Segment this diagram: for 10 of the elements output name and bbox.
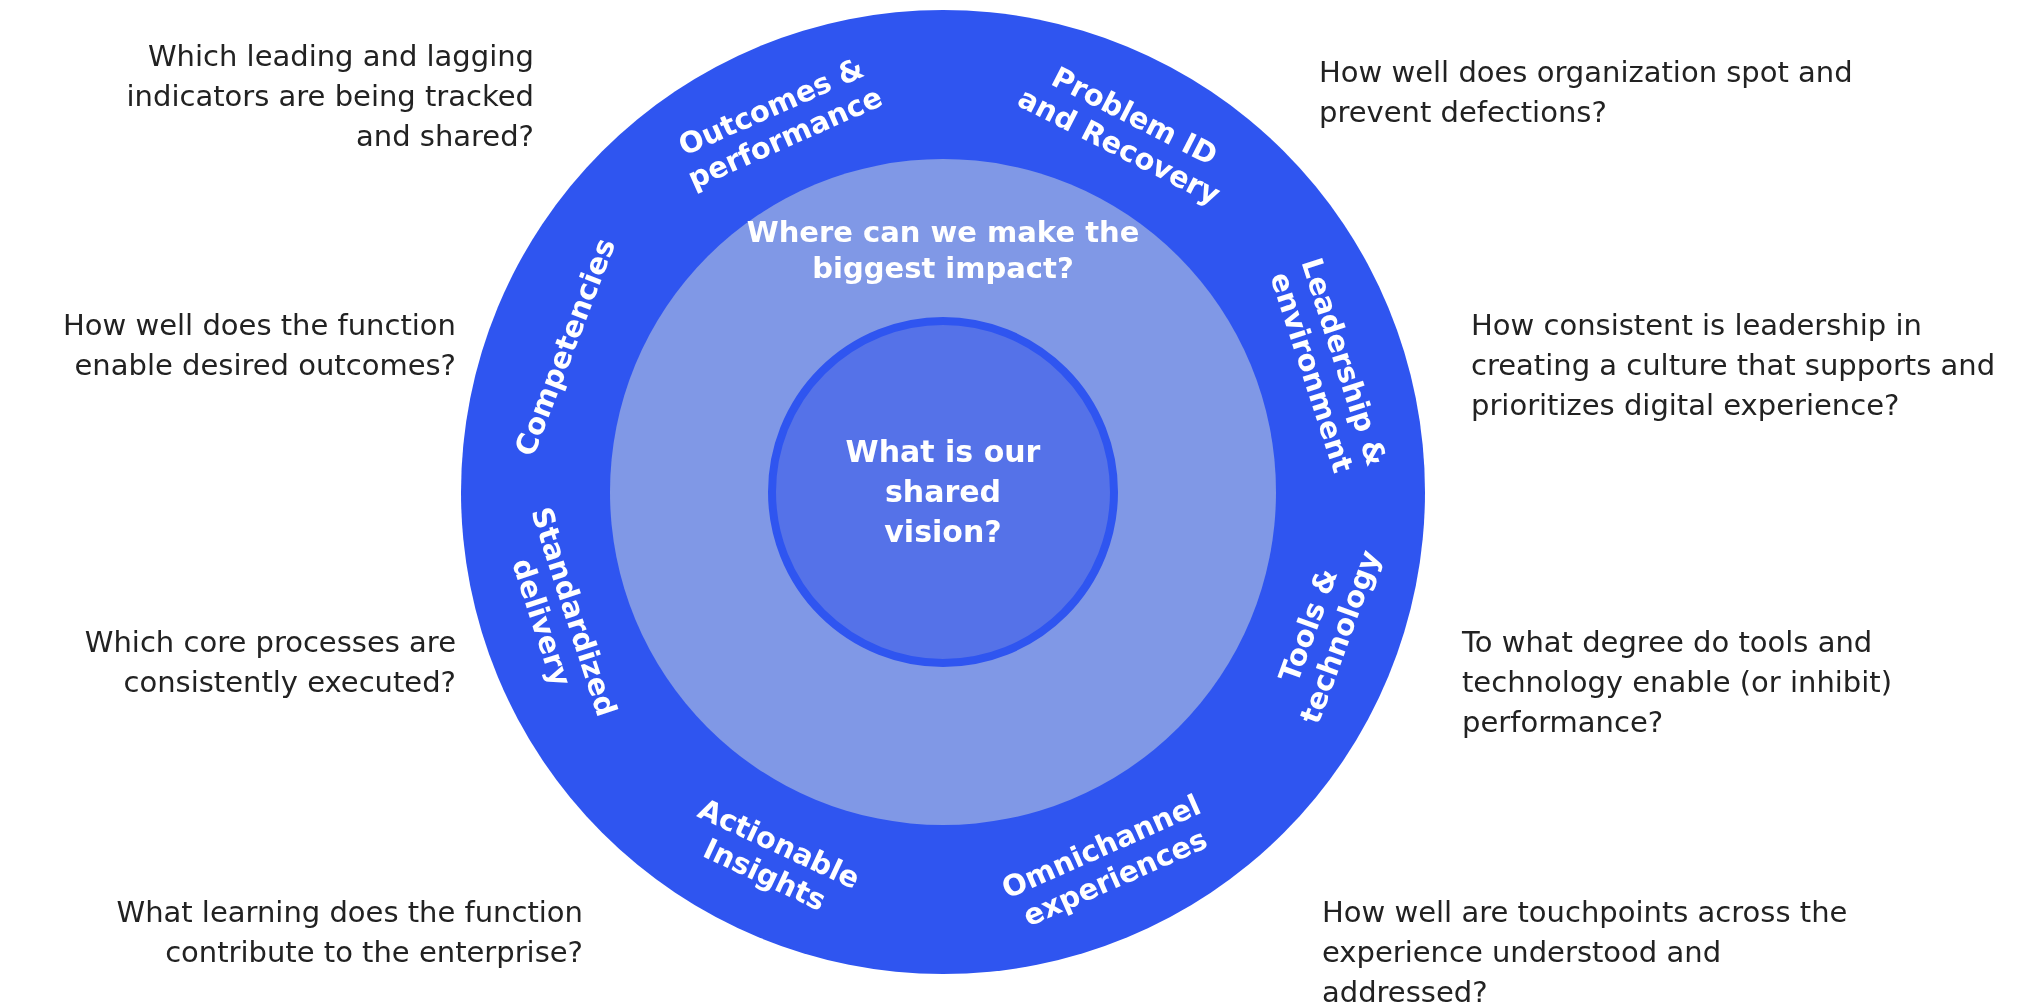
question-text: Which core processes are consistently executed? — [83, 624, 456, 701]
question-text: How well are touchpoints across the experience understood and addressed? — [1322, 894, 1849, 1006]
question-text: How well does organization spot and prevent defections? — [1319, 54, 1854, 131]
question-text: To what degree do tools and technology enable (or inhibit) performance? — [1462, 624, 1893, 741]
circle-question: Where can we make the biggest impact? — [745, 214, 1141, 286]
center-question: What is our shared vision? — [844, 433, 1042, 551]
question-text: Which leading and lagging indicators are being tracked and shared? — [125, 38, 534, 155]
question-text: How consistent is leadership in creating a culture that supports and prioritizes digital experience? — [1471, 307, 1997, 424]
question-text: How well does the function enable desired outcomes? — [62, 307, 456, 384]
question-text: What learning does the function contribute to the enterprise? — [115, 894, 583, 971]
